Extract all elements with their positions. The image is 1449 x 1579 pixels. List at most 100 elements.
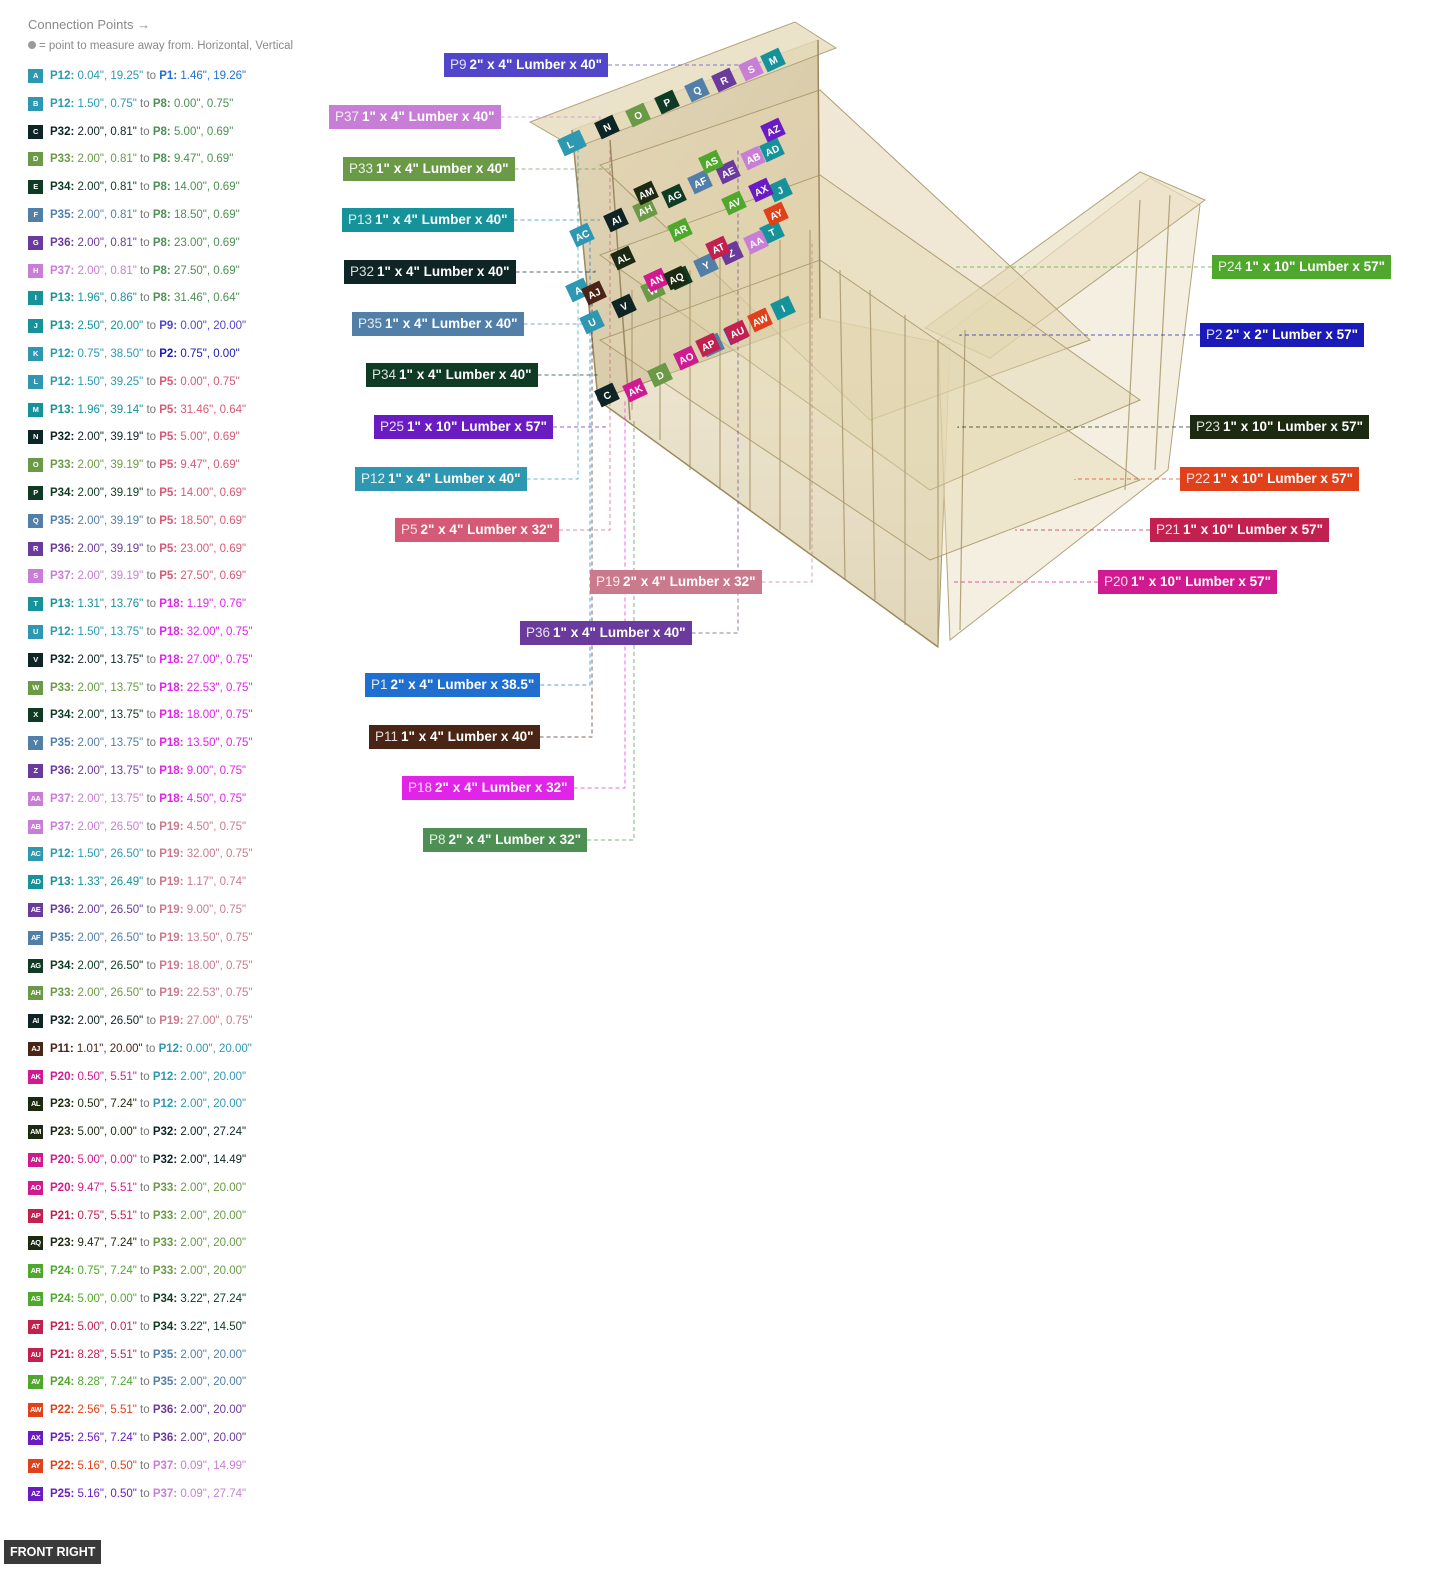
from-value: 0.50", 7.24": [77, 1098, 137, 1111]
marker-box: [740, 145, 766, 171]
from-value: 2.00", 0.81": [77, 181, 137, 194]
from-value: 2.00", 26.50": [77, 820, 144, 833]
connection-badge: A: [28, 69, 43, 83]
part-id: P25: [380, 419, 405, 434]
connection-badge: G: [28, 235, 43, 250]
from-value: 2.00", 13.75": [77, 653, 144, 666]
part-desc: 2" x 4" Lumber x 32": [420, 522, 554, 537]
marker-n: N: [594, 114, 620, 140]
marker-p: P: [654, 89, 680, 115]
marker-u: U: [579, 309, 605, 335]
part-desc: 1" x 10" Lumber x 57": [1131, 574, 1272, 589]
marker-box: [663, 265, 689, 291]
from-value: 1.50", 26.50": [77, 848, 144, 861]
to-word: to: [140, 1487, 150, 1500]
to-word: to: [140, 1181, 150, 1194]
connection-badge: B: [28, 96, 43, 111]
to-value: 22.53", 0.75": [186, 681, 253, 694]
to-part: P5:: [159, 486, 178, 499]
marker-text: Q: [692, 85, 704, 98]
to-word: to: [140, 1348, 150, 1361]
leader-line-p9: [608, 62, 761, 66]
from-part: P37:: [50, 820, 75, 833]
marker-au: AU: [724, 319, 750, 345]
to-value: 2.00", 20.00": [180, 1376, 247, 1389]
marker-text: AS: [703, 155, 721, 171]
to-value: 9.47", 0.69": [180, 459, 240, 472]
from-part: P35:: [50, 737, 75, 750]
to-value: 0.09", 14.99": [180, 1459, 247, 1472]
from-part: P12:: [50, 97, 75, 110]
to-value: 0.09", 27.74": [180, 1487, 247, 1500]
marker-box: [579, 309, 605, 335]
connection-badge: C: [28, 124, 43, 139]
connection-badge: K: [28, 346, 43, 361]
connection-badge: AJ: [28, 1041, 43, 1056]
connection-badge: H: [28, 263, 43, 278]
marker-as: AS: [698, 149, 724, 175]
to-part: P18:: [159, 764, 184, 777]
part-id: P23: [1196, 419, 1221, 434]
to-part: P18:: [159, 737, 184, 750]
to-part: P19:: [159, 820, 184, 833]
marker-box: [654, 89, 680, 115]
marker-box: [695, 332, 721, 358]
from-value: 2.50", 20.00": [77, 320, 144, 333]
connection-badge: AM: [28, 1125, 43, 1140]
to-word: to: [140, 236, 150, 249]
connection-badge: W: [28, 680, 43, 695]
to-value: 4.50", 0.75": [186, 820, 247, 833]
marker-box: [759, 137, 785, 163]
marker-text: AF: [692, 176, 709, 192]
marker-text: A: [573, 285, 584, 298]
legend-title: Connection Points →: [28, 17, 151, 32]
to-value: 5.00", 0.69": [173, 125, 234, 138]
from-part: P20:: [50, 1181, 75, 1194]
from-part: P34:: [50, 181, 75, 194]
from-value: 0.75", 7.24": [77, 1265, 137, 1278]
from-part: P32:: [50, 125, 75, 138]
marker-l: L: [557, 131, 583, 157]
to-value: 14.00", 0.69": [180, 486, 247, 499]
from-part: P23:: [50, 1237, 75, 1250]
connection-badge: AH: [28, 986, 43, 1001]
marker-text: I: [780, 304, 787, 315]
part-id: P24: [1218, 259, 1243, 274]
to-value: 2.00", 27.24": [180, 1126, 247, 1139]
from-value: 5.16", 0.50": [77, 1459, 137, 1472]
part-desc: 2" x 4" Lumber x 38.5": [390, 677, 535, 692]
to-word: to: [146, 931, 157, 944]
to-value: 3.22", 14.50": [180, 1320, 247, 1333]
to-part: P32:: [152, 1126, 178, 1139]
from-value: 0.75", 38.50": [77, 347, 144, 360]
part-desc: 1" x 4" Lumber x 40": [377, 264, 510, 279]
to-word: to: [146, 903, 157, 916]
to-value: 14.00", 0.69": [173, 181, 240, 194]
part-desc: 2" x 4" Lumber x 40": [469, 57, 603, 72]
part-id: P11: [375, 729, 399, 744]
marker-text: AX: [753, 183, 771, 199]
to-value: 0.75", 0.00": [180, 347, 240, 360]
connection-badge: AF: [28, 930, 43, 945]
marker-text: AI: [610, 214, 624, 228]
to-word: to: [140, 1320, 150, 1333]
marker-al: AL: [610, 245, 636, 271]
connection-badge: AB: [28, 819, 43, 834]
to-value: 2.00", 20.00": [180, 1348, 247, 1361]
